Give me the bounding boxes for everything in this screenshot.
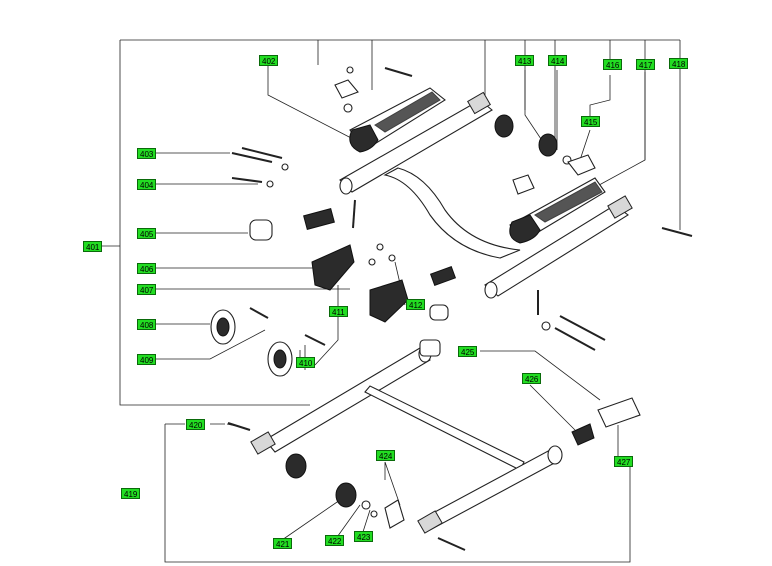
handle-402 — [349, 87, 446, 153]
callout-403: 403 — [137, 148, 157, 159]
lower-frame — [227, 339, 641, 551]
callout-406: 406 — [137, 263, 157, 274]
leg-brackets — [311, 243, 457, 323]
callout-410: 410 — [296, 357, 316, 368]
callout-415: 415 — [581, 116, 601, 127]
callout-409: 409 — [137, 354, 157, 365]
callout-416: 416 — [603, 59, 623, 70]
callout-422: 422 — [325, 535, 345, 546]
callout-419: 419 — [121, 488, 141, 499]
callout-425: 425 — [458, 346, 478, 357]
wheels — [210, 307, 326, 377]
upper-small-parts — [231, 66, 693, 241]
upper-frame — [339, 91, 633, 299]
callout-401: 401 — [83, 241, 103, 252]
handle-417 — [509, 177, 606, 244]
callout-404: 404 — [137, 179, 157, 190]
callout-420: 420 — [186, 419, 206, 430]
callout-412: 412 — [406, 299, 426, 310]
callout-411: 411 — [329, 306, 348, 317]
callout-407: 407 — [137, 284, 157, 295]
callout-424: 424 — [376, 450, 396, 461]
callout-418: 418 — [669, 58, 689, 69]
callout-417: 417 — [636, 59, 656, 70]
callout-402: 402 — [259, 55, 279, 66]
callout-414: 414 — [548, 55, 568, 66]
right-bolts — [537, 290, 606, 351]
frame-lines — [95, 39, 681, 563]
callout-405: 405 — [137, 228, 157, 239]
callout-427: 427 — [614, 456, 634, 467]
callout-421: 421 — [273, 538, 293, 549]
callout-423: 423 — [354, 531, 374, 542]
callout-426: 426 — [522, 373, 542, 384]
callout-408: 408 — [137, 319, 157, 330]
callout-413: 413 — [515, 55, 535, 66]
